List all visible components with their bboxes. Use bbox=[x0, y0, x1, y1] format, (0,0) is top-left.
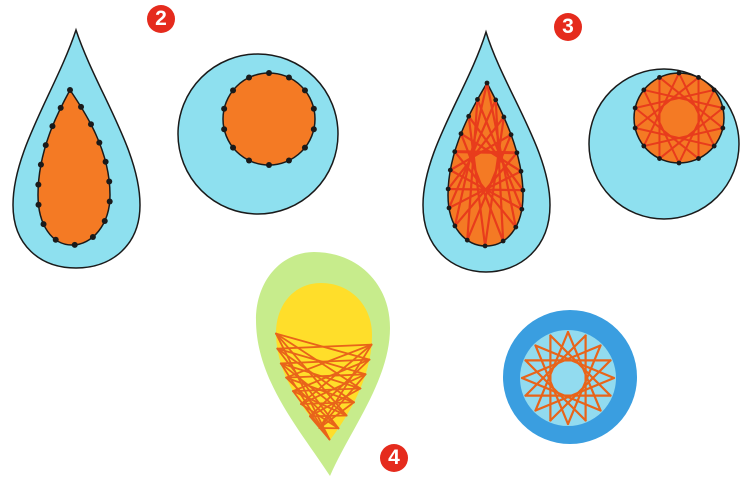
pierced-hole bbox=[311, 126, 317, 132]
pierced-hole bbox=[501, 115, 506, 120]
pierced-hole bbox=[286, 75, 292, 81]
pierced-hole bbox=[641, 144, 646, 149]
pierced-hole bbox=[657, 75, 662, 80]
step-3-badge: 3 bbox=[554, 13, 582, 41]
pierced-hole bbox=[43, 142, 49, 148]
pierced-hole bbox=[246, 157, 252, 163]
pierced-hole bbox=[230, 87, 236, 93]
pierced-hole bbox=[221, 106, 227, 112]
pierced-hole bbox=[677, 161, 682, 166]
pierced-hole bbox=[106, 178, 112, 184]
pierced-hole bbox=[38, 162, 44, 168]
pierced-hole bbox=[266, 70, 272, 76]
pierced-hole bbox=[720, 126, 725, 131]
step2-drop-figure bbox=[13, 30, 140, 268]
step-2-badge: 2 bbox=[147, 5, 175, 33]
pierced-hole bbox=[67, 87, 73, 93]
pierced-hole bbox=[459, 131, 464, 136]
pierced-hole bbox=[493, 97, 498, 102]
pierced-hole bbox=[446, 187, 451, 192]
pierced-hole bbox=[466, 114, 471, 119]
pierced-hole bbox=[633, 126, 638, 131]
pierced-hole bbox=[107, 199, 113, 205]
pierced-hole bbox=[521, 188, 526, 193]
pierced-hole bbox=[633, 106, 638, 111]
pierced-hole bbox=[49, 123, 55, 129]
pierced-hole bbox=[712, 144, 717, 149]
pierced-hole bbox=[103, 159, 109, 165]
pierced-hole bbox=[90, 234, 96, 240]
step4-circle-figure bbox=[503, 310, 637, 444]
pierced-hole bbox=[509, 132, 514, 137]
pierced-hole bbox=[311, 106, 317, 112]
pierced-hole bbox=[246, 75, 252, 81]
pierced-hole bbox=[519, 207, 524, 212]
pierced-hole bbox=[35, 182, 41, 188]
pierced-hole bbox=[41, 221, 47, 227]
pierced-hole bbox=[677, 71, 682, 76]
pierced-hole bbox=[53, 237, 59, 243]
step3-drop-figure bbox=[423, 32, 550, 272]
pierced-hole bbox=[485, 81, 490, 86]
pierced-hole bbox=[519, 169, 524, 174]
pierced-hole bbox=[286, 157, 292, 163]
pierced-hole bbox=[78, 104, 84, 110]
pierced-hole bbox=[36, 202, 42, 208]
step-3-number: 3 bbox=[562, 15, 574, 39]
pierced-hole bbox=[696, 75, 701, 80]
pierced-hole bbox=[475, 97, 480, 102]
step2-circle-inner bbox=[223, 73, 315, 165]
step4-drop-figure bbox=[256, 252, 390, 476]
pierced-hole bbox=[88, 121, 94, 127]
pierced-hole bbox=[712, 88, 717, 93]
step-4-badge: 4 bbox=[380, 444, 408, 472]
pierced-hole bbox=[266, 162, 272, 168]
pierced-hole bbox=[453, 224, 458, 229]
thread-line bbox=[455, 152, 517, 153]
pierced-hole bbox=[221, 126, 227, 132]
pierced-hole bbox=[102, 218, 108, 224]
pierced-hole bbox=[465, 238, 470, 243]
pierced-hole bbox=[58, 105, 64, 111]
pierced-hole bbox=[452, 149, 457, 154]
pierced-hole bbox=[230, 145, 236, 151]
step2-circle-figure bbox=[178, 54, 338, 214]
pierced-hole bbox=[447, 206, 452, 211]
pierced-hole bbox=[696, 156, 701, 161]
step-4-number: 4 bbox=[388, 446, 400, 470]
pierced-hole bbox=[72, 242, 78, 248]
step4-circle-light bbox=[520, 330, 616, 426]
pierced-hole bbox=[513, 225, 518, 230]
pierced-hole bbox=[483, 244, 488, 249]
pierced-hole bbox=[302, 145, 308, 151]
pierced-hole bbox=[448, 168, 453, 173]
pierced-hole bbox=[501, 239, 506, 244]
pierced-hole bbox=[96, 140, 102, 146]
pierced-hole bbox=[514, 150, 519, 155]
pierced-hole bbox=[657, 156, 662, 161]
step3-circle-figure bbox=[589, 69, 739, 219]
pierced-hole bbox=[641, 88, 646, 93]
step-2-number: 2 bbox=[155, 7, 167, 31]
pierced-hole bbox=[302, 87, 308, 93]
pierced-hole bbox=[720, 106, 725, 111]
